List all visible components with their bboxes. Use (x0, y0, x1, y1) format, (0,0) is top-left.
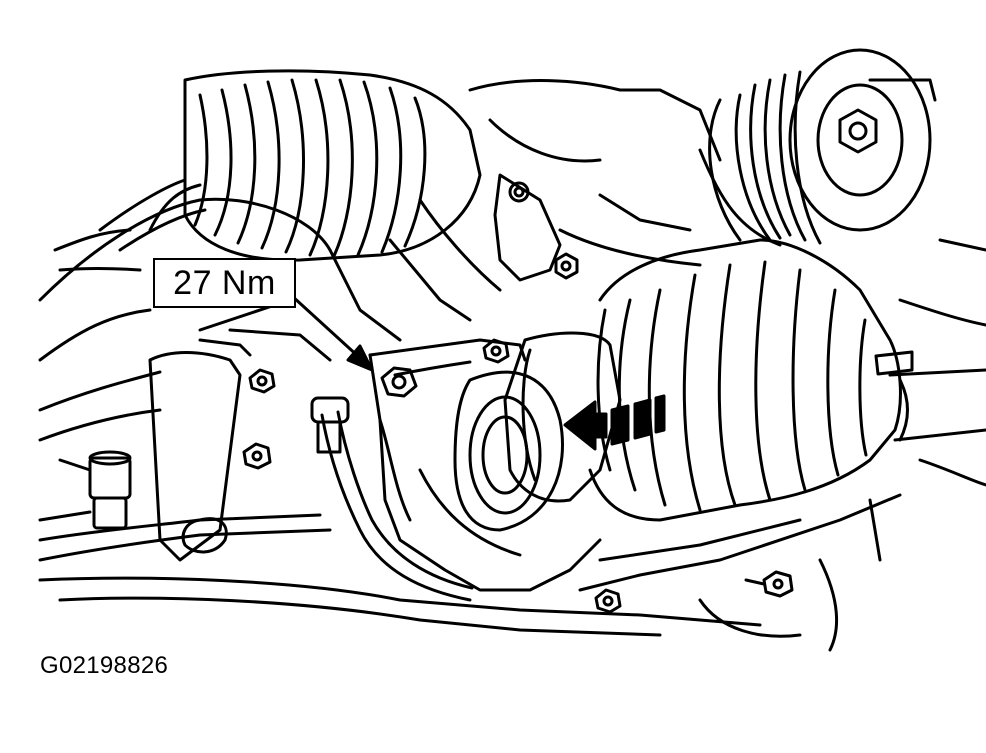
bracket-bolt-1 (508, 181, 530, 203)
install-direction-arrow-icon (563, 394, 666, 451)
left-bolt-upper (248, 368, 276, 394)
figure-id: G02198826 (40, 652, 169, 679)
torque-callout: 27 Nm (153, 258, 296, 308)
lower-subframe (38, 493, 902, 652)
bearing-bolt-upper (482, 338, 510, 364)
upper-right-pulley (708, 48, 937, 245)
cv-joint-housing (453, 331, 622, 532)
left-bolt-lower (242, 442, 272, 470)
engine-bracket (328, 79, 782, 342)
lower-bolt-right (744, 570, 794, 598)
lower-bolt-center (594, 588, 622, 614)
left-fitting (38, 450, 132, 530)
bracket-bolt-2 (554, 252, 579, 280)
driveshaft-boot (588, 238, 986, 522)
fuel-line (38, 396, 474, 602)
upper-left-pulley (183, 69, 482, 262)
bearing-bracket (368, 338, 602, 592)
bearing-bolt-torque (380, 366, 418, 398)
leader-arrow-icon (290, 294, 374, 372)
upper-left-bellows (38, 178, 332, 362)
left-bracket (38, 328, 332, 562)
right-frame (898, 238, 986, 487)
